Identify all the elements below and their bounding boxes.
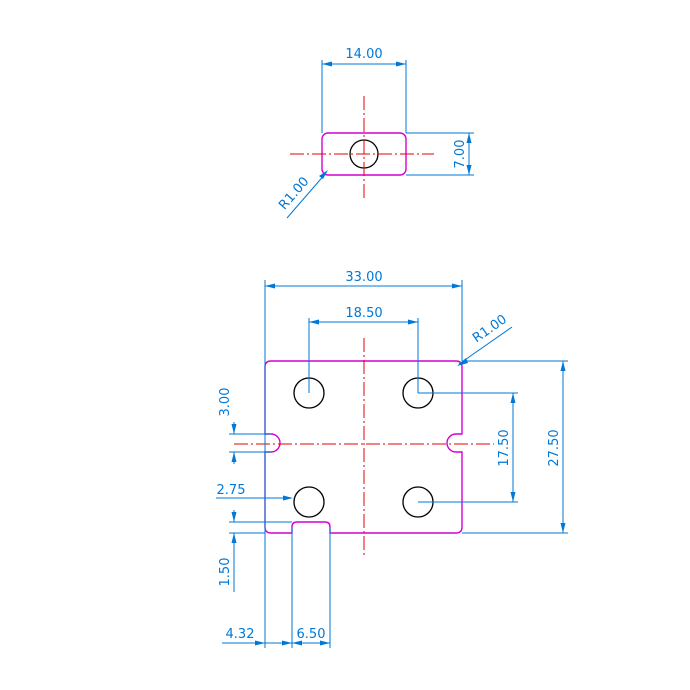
dimension-notch-width: 6.50 bbox=[292, 627, 330, 646]
main-hole-bottom-left bbox=[293, 486, 325, 518]
dimension-main-radius: R1.00 bbox=[457, 312, 513, 366]
dimension-slot-width-label: 3.00 bbox=[218, 388, 233, 417]
dimension-main-height: 27.50 bbox=[462, 360, 568, 534]
dimension-hole-spacing-y: 17.50 bbox=[418, 392, 518, 503]
dimension-top-radius-label: R1.00 bbox=[276, 174, 312, 213]
top-view: 14.00 7.00 R1.00 bbox=[276, 47, 474, 219]
dimension-main-width-label: 33.00 bbox=[345, 270, 382, 285]
dimension-notch-depth-label: 1.50 bbox=[218, 558, 233, 587]
dimension-main-radius-label: R1.00 bbox=[470, 312, 510, 346]
main-view: 33.00 18.50 R1.00 17.50 bbox=[216, 270, 568, 648]
dimension-main-width: 33.00 bbox=[264, 270, 463, 533]
dimension-top-width-label: 14.00 bbox=[345, 47, 382, 62]
dimension-top-height-label: 7.00 bbox=[453, 140, 468, 169]
dimension-hole-spacing-x: 18.50 bbox=[308, 306, 419, 393]
dimension-hole-spacing-x-label: 18.50 bbox=[345, 306, 382, 321]
dimension-slot-depth: 2.75 bbox=[216, 483, 293, 501]
dimension-hole-spacing-y-label: 17.50 bbox=[497, 429, 512, 466]
dimension-top-width: 14.00 bbox=[321, 47, 407, 133]
main-view-outline bbox=[264, 360, 463, 534]
dimension-notch-offset-label: 4.32 bbox=[226, 627, 255, 642]
dimension-notch-depth: 1.50 bbox=[218, 510, 292, 592]
dimension-main-height-label: 27.50 bbox=[547, 429, 562, 466]
dimension-top-radius: R1.00 bbox=[276, 170, 328, 219]
dimension-top-height: 7.00 bbox=[406, 132, 474, 176]
dimension-slot-width: 3.00 bbox=[218, 388, 271, 464]
dimension-notch-width-label: 6.50 bbox=[297, 627, 326, 642]
dimension-slot-depth-label: 2.75 bbox=[217, 483, 246, 498]
dimension-notch-offset: 4.32 bbox=[222, 527, 331, 648]
